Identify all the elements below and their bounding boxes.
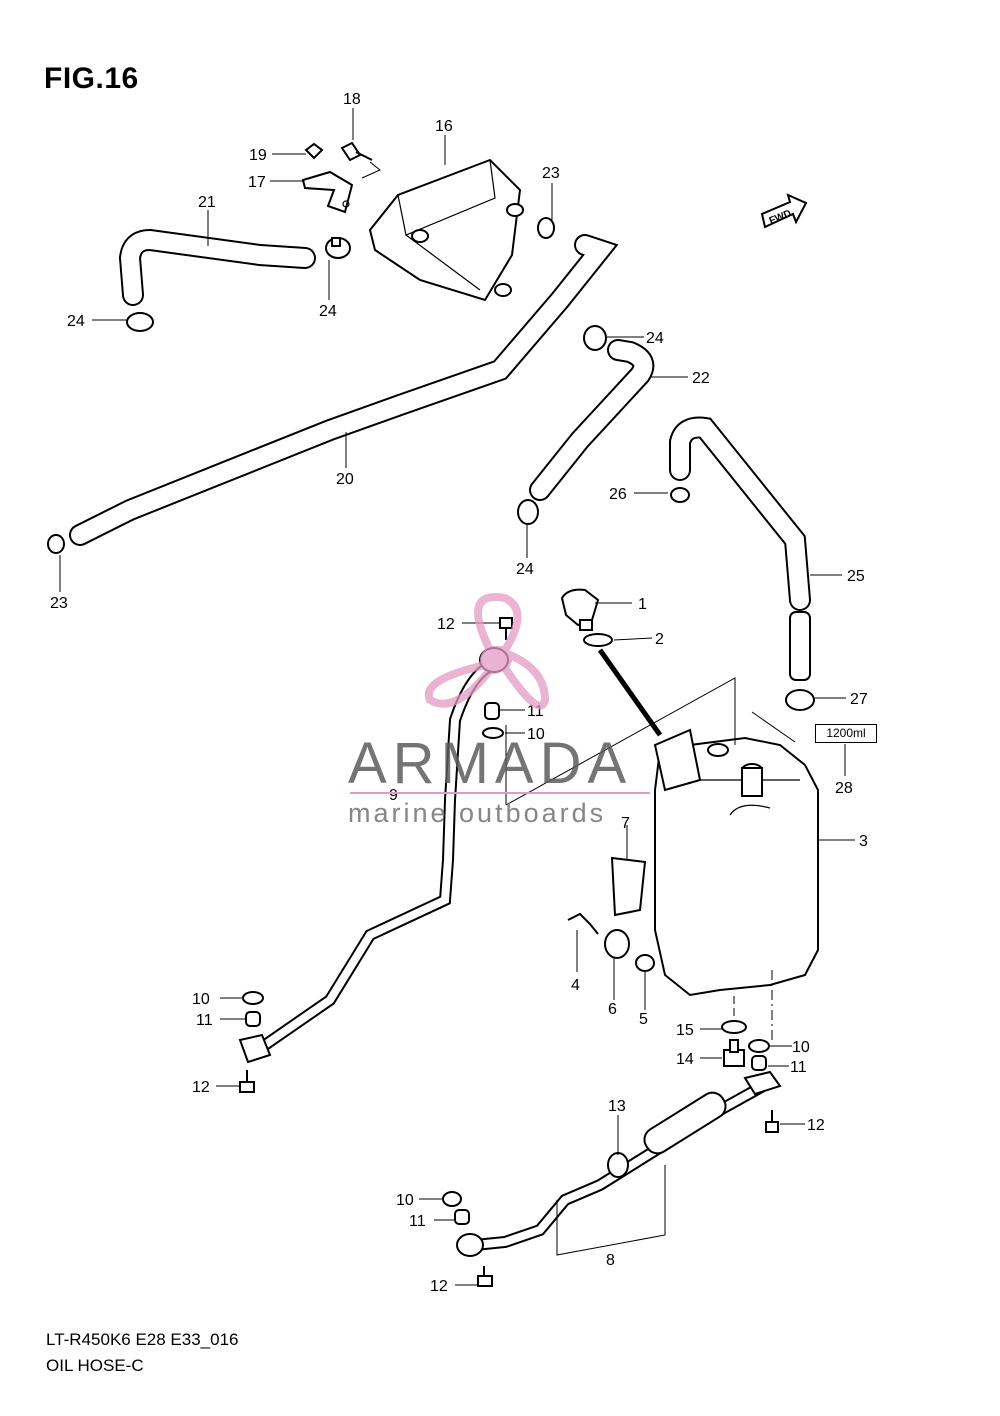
callout-5: 5 (639, 1011, 648, 1028)
callout-27: 27 (850, 691, 868, 708)
fwd-arrow-icon: FWD (760, 193, 808, 229)
bracket (301, 170, 354, 214)
callout-13: 13 (608, 1098, 626, 1115)
washer-10-c (748, 1039, 770, 1053)
watermark-divider (350, 792, 650, 794)
callout-4: 4 (571, 977, 580, 994)
hose-25-lower (789, 611, 811, 681)
washer-10-b (242, 991, 264, 1005)
bolt-19 (304, 142, 324, 160)
breather-box (368, 158, 524, 302)
clamp-27 (785, 689, 815, 711)
dipstick (597, 648, 663, 737)
callout-18: 18 (343, 91, 361, 108)
collar-11-d (454, 1209, 470, 1225)
callout-11-c: 11 (790, 1059, 807, 1076)
callout-25: 25 (847, 568, 865, 585)
washer-15 (721, 1020, 747, 1034)
watermark-subtitle: marine outboards (348, 798, 607, 828)
callout-12-c: 12 (807, 1117, 825, 1134)
figure-title: FIG.16 (44, 62, 139, 95)
collar-5 (635, 954, 655, 972)
callout-2: 2 (655, 631, 664, 648)
callout-24-c: 24 (646, 330, 664, 347)
watermark-brand: ARMADA (348, 731, 633, 796)
callout-10-b: 10 (192, 991, 210, 1008)
collar-11-a (484, 702, 500, 720)
bolt-18 (340, 141, 373, 162)
hose-8-protector (643, 1091, 727, 1155)
clip-23-b (47, 534, 65, 554)
callout-12-d: 12 (430, 1278, 448, 1295)
capacity-label: 1200ml (815, 724, 877, 743)
callout-16: 16 (435, 118, 453, 135)
banjo-fitting-right (743, 1070, 782, 1096)
callout-22: 22 (692, 370, 710, 387)
callout-7: 7 (621, 815, 630, 832)
clamp-24-d (517, 499, 539, 525)
callout-9: 9 (389, 787, 398, 804)
callout-24-b: 24 (319, 303, 337, 320)
armada-logo-icon (424, 593, 550, 710)
oil-cap (560, 588, 600, 631)
bracket-7 (610, 856, 647, 917)
callout-15: 15 (676, 1022, 694, 1039)
clamp-24-b (126, 312, 154, 332)
callout-24-a: 24 (67, 313, 85, 330)
clip-23-a (537, 217, 555, 239)
grommet-6 (604, 929, 630, 959)
callout-19: 19 (249, 147, 267, 164)
callout-10-c: 10 (792, 1039, 810, 1056)
bolt-12-b (239, 1070, 255, 1093)
leader-lines (59, 108, 855, 1286)
washer-10-d (442, 1191, 462, 1207)
o-ring (583, 633, 613, 647)
banjo-fitting-left (238, 1033, 272, 1064)
callout-17: 17 (248, 174, 266, 191)
bolt-4 (567, 912, 599, 935)
figure-code: LT-R450K6 E28 E33_016 (46, 1330, 239, 1349)
callout-21: 21 (198, 194, 216, 211)
callout-23-b: 23 (50, 595, 68, 612)
callout-14: 14 (676, 1051, 694, 1068)
washer-10-a (482, 727, 504, 739)
clamp-24-c (583, 325, 607, 351)
callout-6: 6 (608, 1001, 617, 1018)
callout-26: 26 (609, 486, 627, 503)
callout-28: 28 (835, 780, 853, 797)
callout-3: 3 (859, 833, 868, 850)
bolt-12-d (477, 1266, 493, 1287)
callout-labels: 1 2 3 4 5 6 7 8 9 10 10 10 10 11 11 11 1… (50, 91, 868, 1295)
collar-11-c (751, 1055, 767, 1071)
collar-11-b (245, 1011, 261, 1027)
callout-23-a: 23 (542, 165, 560, 182)
callout-12-b: 12 (192, 1079, 210, 1096)
callout-12-a: 12 (437, 616, 455, 633)
callout-10-d: 10 (396, 1192, 414, 1209)
callout-8: 8 (606, 1252, 615, 1269)
callout-20: 20 (336, 471, 354, 488)
banjo-fitting-bottom (456, 1233, 484, 1257)
callout-24-d: 24 (516, 561, 534, 578)
figure-name: OIL HOSE-C (46, 1356, 144, 1375)
oil-tank (653, 728, 819, 997)
callout-11-d: 11 (409, 1213, 426, 1230)
callout-11-b: 11 (196, 1012, 213, 1029)
callout-10-a: 10 (527, 726, 545, 743)
clamp-13 (607, 1152, 629, 1178)
bolt-14 (723, 1039, 745, 1067)
bolt-12-c (765, 1110, 779, 1133)
clip-26 (670, 487, 690, 503)
clamp-24-a (325, 237, 351, 259)
callout-1: 1 (638, 596, 647, 613)
